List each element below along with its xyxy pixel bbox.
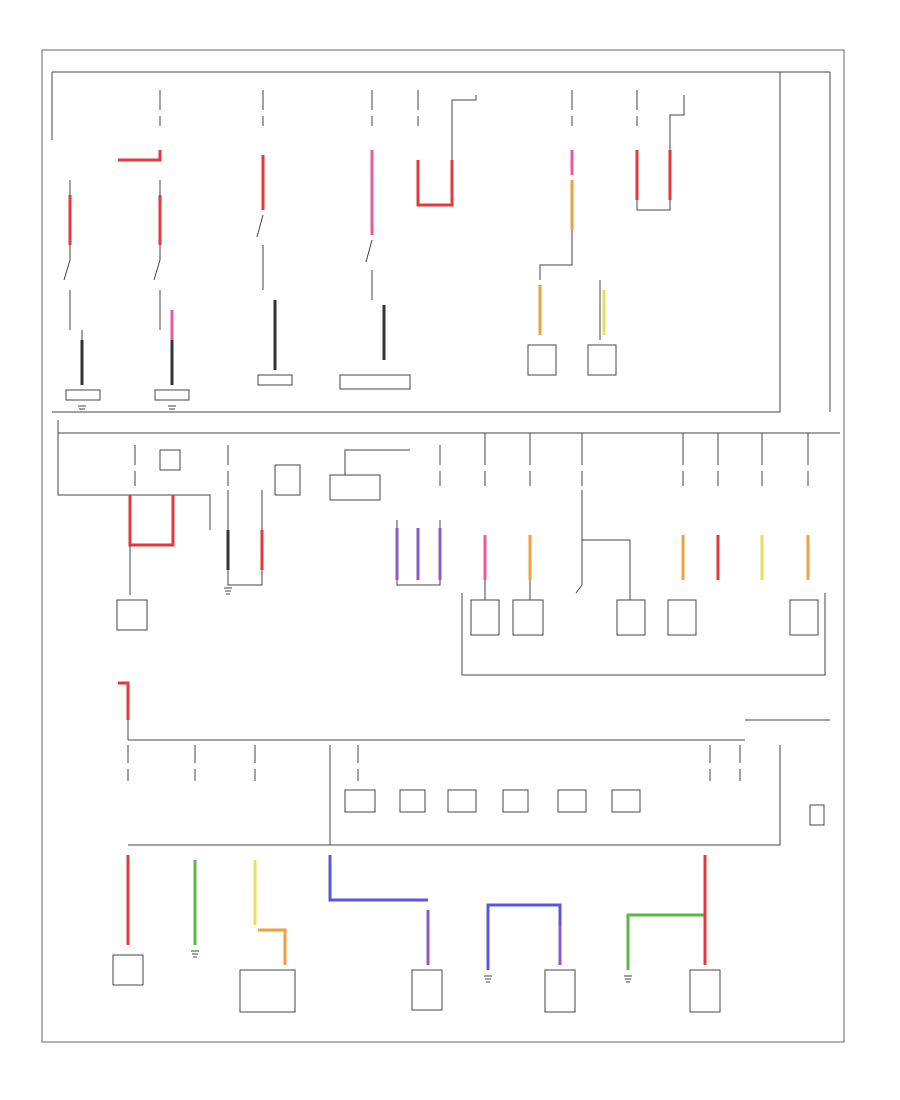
diagram-frame [41,49,845,1043]
ground-symbols [78,405,632,983]
section-bottom [112,681,830,1013]
fuse-group-top [159,90,638,126]
section-top [51,71,831,413]
section-middle [57,420,840,676]
